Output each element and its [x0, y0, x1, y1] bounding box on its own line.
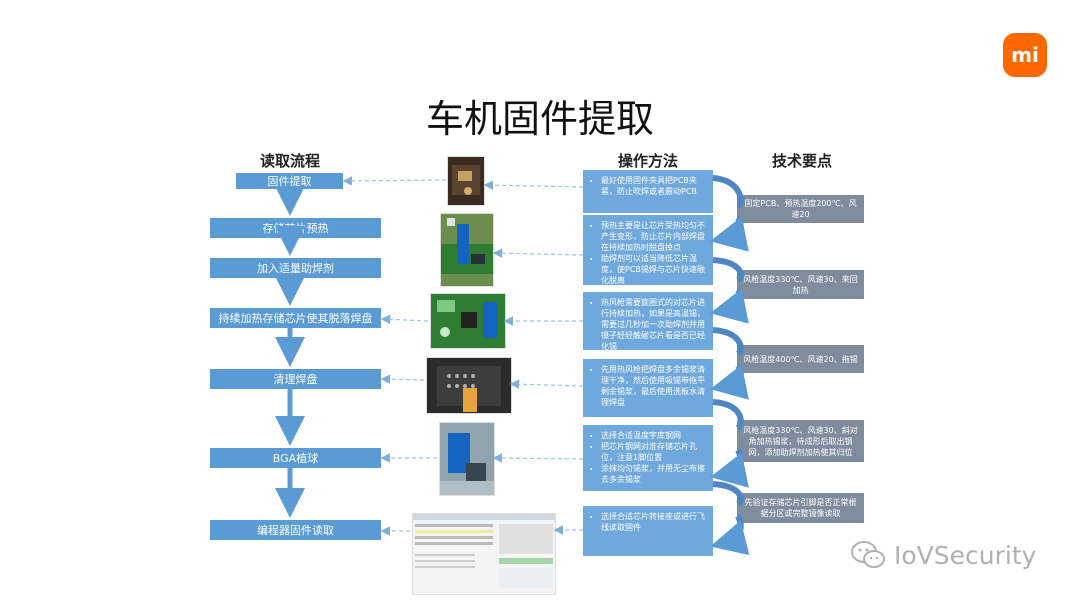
tech-box-2: 风枪温度330℃、风速30、来回加热: [737, 270, 864, 299]
method-item: 预热主要是让芯片受热均匀不产生变形，防止芯片内部焊盘在持续加热时脱盘掉点: [601, 220, 707, 253]
method-item: 把芯片钢网对准存储芯片孔位，注意1脚位置: [601, 441, 707, 463]
method-item: 最好使用固件夹具把PCB夹紧，防止吹焊或者震动PCB: [601, 175, 707, 197]
method-item: 选择合适芯片转接座或进行飞线读取固件: [601, 511, 707, 533]
photo-clean-pad: [426, 357, 512, 414]
tech-box-5: 先验证存储芯片引脚是否正常根据分区或完整镜像读取: [737, 493, 864, 523]
method-box-2: 预热主要是让芯片受热均匀不产生变形，防止芯片内部焊盘在持续加热时脱盘掉点助焊剂可…: [583, 215, 713, 285]
watermark-text: IoVSecurity: [894, 540, 1037, 570]
curved-arrows: [710, 175, 750, 556]
method-item: 热风枪需要旋圈式的对芯片进行持续加热，如果是高温锡，需要过几秒加一次助焊剂并用镊…: [601, 297, 707, 352]
method-item: 助焊剂可以适当降低芯片温度，使PCB锡焊与芯片快速融化脱离: [601, 253, 707, 286]
tech-box-1: 固定PCB、预热温度200℃、风速20: [737, 195, 864, 223]
method-item: 涂抹均匀锡浆，并用无尘布擦去多余锡浆: [601, 463, 707, 485]
photo-programmer-software: [412, 513, 556, 595]
page-title: 车机固件提取: [425, 97, 654, 141]
photo-heat-chip: [430, 293, 506, 349]
tech-box-4: 风枪温度330℃、风速30、斜对角加热锡浆，待成形后取出钢网，添加助焊剂加热使其…: [737, 420, 864, 462]
method-box-4: 先用热风枪把焊盘多余锡浆清理干净，然后使用吸锡带拖平剩余锡浆，最后使用洗板水清理…: [583, 359, 713, 417]
photo-preheat: [440, 213, 494, 287]
flow-step-flux: 加入适量助焊剂: [210, 258, 381, 278]
method-item: 选择合适温度宇库钢网: [601, 430, 707, 441]
method-box-5: 选择合适温度宇库钢网把芯片钢网对准存储芯片孔位，注意1脚位置涂抹均匀锡浆，并用无…: [583, 425, 713, 491]
flow-step-extract: 固件提取: [236, 173, 343, 189]
method-box-1: 最好使用固件夹具把PCB夹紧，防止吹焊或者震动PCB: [583, 170, 713, 213]
flow-step-clean-pad: 清理焊盘: [210, 369, 381, 389]
flow-step-programmer-read: 编程器固件读取: [210, 520, 381, 540]
watermark: IoVSecurity: [850, 540, 1036, 570]
wechat-icon: [851, 541, 885, 568]
photo-bga-reball: [439, 422, 495, 496]
brand-logo: mi: [1003, 33, 1047, 77]
flow-step-bga-reball: BGA植球: [210, 448, 381, 468]
flow-step-heat-remove: 持续加热存储芯片使其脱落焊盘: [210, 308, 381, 328]
dashed-links: [342, 176, 584, 536]
method-item: 先用热风枪把焊盘多余锡浆清理干净，然后使用吸锡带拖平剩余锡浆，最后使用洗板水清理…: [601, 364, 707, 408]
tech-box-3: 风枪温度400℃、风速20、拖锡: [737, 345, 864, 373]
header-method: 操作方法: [617, 152, 678, 170]
method-box-6: 选择合适芯片转接座或进行飞线读取固件: [583, 506, 713, 556]
header-flow: 读取流程: [259, 152, 320, 170]
header-tech: 技术要点: [771, 152, 832, 170]
method-box-3: 热风枪需要旋圈式的对芯片进行持续加热，如果是高温锡，需要过几秒加一次助焊剂并用镊…: [583, 292, 713, 352]
